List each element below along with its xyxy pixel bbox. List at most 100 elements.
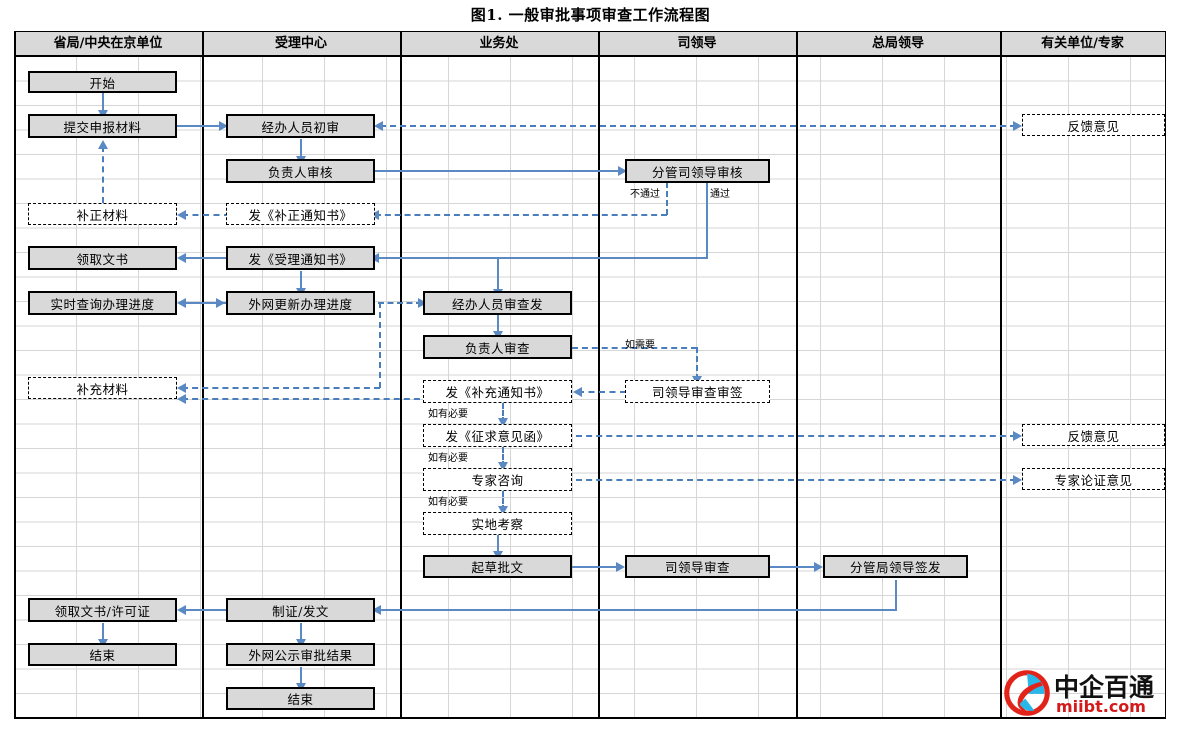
node-manager-review[interactable]: 负责人审核 <box>226 159 375 183</box>
node-si-review-sign[interactable]: 司领导审查审签 <box>625 380 770 403</box>
edge-si-examine-to-bureau-arrow <box>814 562 823 572</box>
edge-acceptance-to-receive <box>182 257 230 259</box>
edge-makecert-to-receive-license <box>182 609 230 611</box>
lane-header-rule <box>14 55 1166 57</box>
edge-publish-to-end <box>300 667 302 687</box>
edge-supplement-to-opinion-arrow <box>498 418 508 427</box>
table-border-right <box>1164 31 1166 718</box>
edge-officer-to-manager <box>300 139 302 160</box>
lane-divider-3 <box>598 31 600 718</box>
node-start[interactable]: 开始 <box>28 71 177 93</box>
node-make-cert-issue-doc[interactable]: 制证/发文 <box>226 598 375 622</box>
node-field-survey[interactable]: 实地考察 <box>423 512 572 535</box>
edge-label-if-necessary-2: 如有必要 <box>428 453 468 464</box>
edge-supplement-notice-to-materials <box>182 398 430 400</box>
edge-makecert-to-receive-license-arrow <box>177 605 186 615</box>
lane-header-bureau: 总局领导 <box>871 36 924 51</box>
edge-expert-to-argument <box>576 479 1016 481</box>
node-feedback-opinion-2[interactable]: 反馈意见 <box>1022 424 1165 446</box>
lane-header-si: 司领导 <box>677 36 717 51</box>
edge-label-fail: 不通过 <box>630 189 660 200</box>
edge-supplement-return-vertical <box>379 302 381 388</box>
lane-divider-5 <box>1000 31 1002 718</box>
lane-header-business: 业务处 <box>479 36 519 51</box>
node-realtime-query[interactable]: 实时查询办理进度 <box>28 291 177 315</box>
edge-expert-to-field-arrow <box>498 506 508 515</box>
table-border-left <box>14 31 16 718</box>
edge-submit-to-officer <box>177 125 225 127</box>
edge-supplement-notice-to-materials-arrow <box>177 394 186 404</box>
edge-si-sign-to-supplement-notice-arrow <box>573 387 582 397</box>
lane-header-accept: 受理中心 <box>274 36 327 51</box>
node-supplement-materials[interactable]: 补充材料 <box>28 377 177 399</box>
edge-if-needed-horizontal <box>572 347 697 349</box>
edge-fail-horizontal <box>375 214 667 216</box>
edge-correction-notice-to-materials <box>182 214 230 216</box>
node-submit-materials[interactable]: 提交申报材料 <box>28 114 177 138</box>
edge-bureau-vertical <box>895 580 897 611</box>
edge-receive-license-to-end <box>102 623 104 643</box>
node-send-opinion-letter[interactable]: 发《征求意见函》 <box>423 424 572 447</box>
edge-if-needed-vertical <box>696 347 698 380</box>
edge-supplement-return-horizontal <box>182 387 380 389</box>
node-receive-doc-license[interactable]: 领取文书/许可证 <box>28 598 177 622</box>
edge-supplement-to-opinion <box>502 403 504 423</box>
edge-si-sign-to-supplement-notice <box>578 391 626 393</box>
edge-opinion-to-feedback2-arrow <box>1013 431 1022 441</box>
logo-mark-icon <box>1004 670 1050 716</box>
lane-divider-1 <box>202 31 204 718</box>
node-correct-materials[interactable]: 补正材料 <box>28 203 177 225</box>
node-expert-consult[interactable]: 专家咨询 <box>423 468 572 491</box>
edge-pass-vertical <box>706 182 708 258</box>
brand-logo: 中企百通 miibt.com <box>1004 668 1164 718</box>
lane-header-band <box>14 31 1166 56</box>
edge-correct-to-submit <box>102 146 104 203</box>
node-send-supplement-notice[interactable]: 发《补充通知书》 <box>423 380 572 403</box>
node-send-correction-notice[interactable]: 发《补正通知书》 <box>226 203 375 225</box>
edge-feedback1-to-officer-arrow-left <box>374 121 383 131</box>
node-extranet-update[interactable]: 外网更新办理进度 <box>226 291 375 315</box>
node-draft-approval-doc[interactable]: 起草批文 <box>423 555 572 578</box>
node-feedback-opinion-1[interactable]: 反馈意见 <box>1022 114 1165 136</box>
edge-opinion-to-feedback2 <box>576 435 1016 437</box>
node-deputy-bureau-sign[interactable]: 分管局领导签发 <box>823 555 968 578</box>
logo-name: 中企百通 <box>1054 673 1155 702</box>
logo-domain: miibt.com <box>1056 697 1146 716</box>
edge-correction-notice-to-materials-arrow <box>177 210 186 220</box>
page-title: 图1. 一般审批事项审查工作流程图 <box>470 6 711 24</box>
edge-start-to-submit <box>102 92 104 114</box>
node-deputy-si-review[interactable]: 分管司领导审核 <box>625 159 770 183</box>
edge-query-extranet <box>182 302 230 304</box>
edge-fail-vertical <box>666 182 668 215</box>
edge-opinion-to-expert-arrow <box>498 462 508 471</box>
edge-draft-to-si-examine-arrow <box>616 562 625 572</box>
node-expert-argument-opinion[interactable]: 专家论证意见 <box>1022 468 1165 490</box>
node-receive-doc[interactable]: 领取文书 <box>28 246 177 270</box>
node-extranet-publish[interactable]: 外网公示审批结果 <box>226 643 375 666</box>
edge-query-extranet-arrow-right <box>216 298 225 308</box>
edge-expert-to-argument-arrow <box>1013 475 1022 485</box>
edge-feedback1-to-officer <box>380 125 1016 127</box>
edge-extranet-to-officer-review <box>378 302 422 304</box>
edge-submit-to-officer-arrow <box>219 121 228 131</box>
lane-divider-2 <box>400 31 402 718</box>
edge-supplement-return-arrow <box>177 383 186 393</box>
node-officer-review-issue[interactable]: 经办人员审查发 <box>423 291 572 315</box>
edge-makecert-to-publish <box>300 623 302 643</box>
edge-acceptance-to-receive-arrow <box>177 253 186 263</box>
node-end-accept[interactable]: 结束 <box>226 687 375 710</box>
lane-divider-4 <box>796 31 798 718</box>
node-officer-first-review[interactable]: 经办人员初审 <box>226 114 375 138</box>
node-send-acceptance-notice[interactable]: 发《受理通知书》 <box>226 246 375 270</box>
table-border-bottom <box>14 717 1166 719</box>
edge-label-if-needed: 如需要 <box>625 340 655 351</box>
node-end-province[interactable]: 结束 <box>28 643 177 666</box>
edge-si-examine-to-bureau <box>770 566 820 568</box>
edge-query-extranet-arrow-left <box>177 298 186 308</box>
lane-header-province: 省局/中央在京单位 <box>53 36 163 51</box>
node-si-examine[interactable]: 司领导审查 <box>625 555 770 578</box>
lane-header-expert: 有关单位/专家 <box>1041 36 1124 51</box>
edge-opinion-to-expert <box>502 447 504 467</box>
node-manager-examine[interactable]: 负责人审查 <box>423 335 572 359</box>
